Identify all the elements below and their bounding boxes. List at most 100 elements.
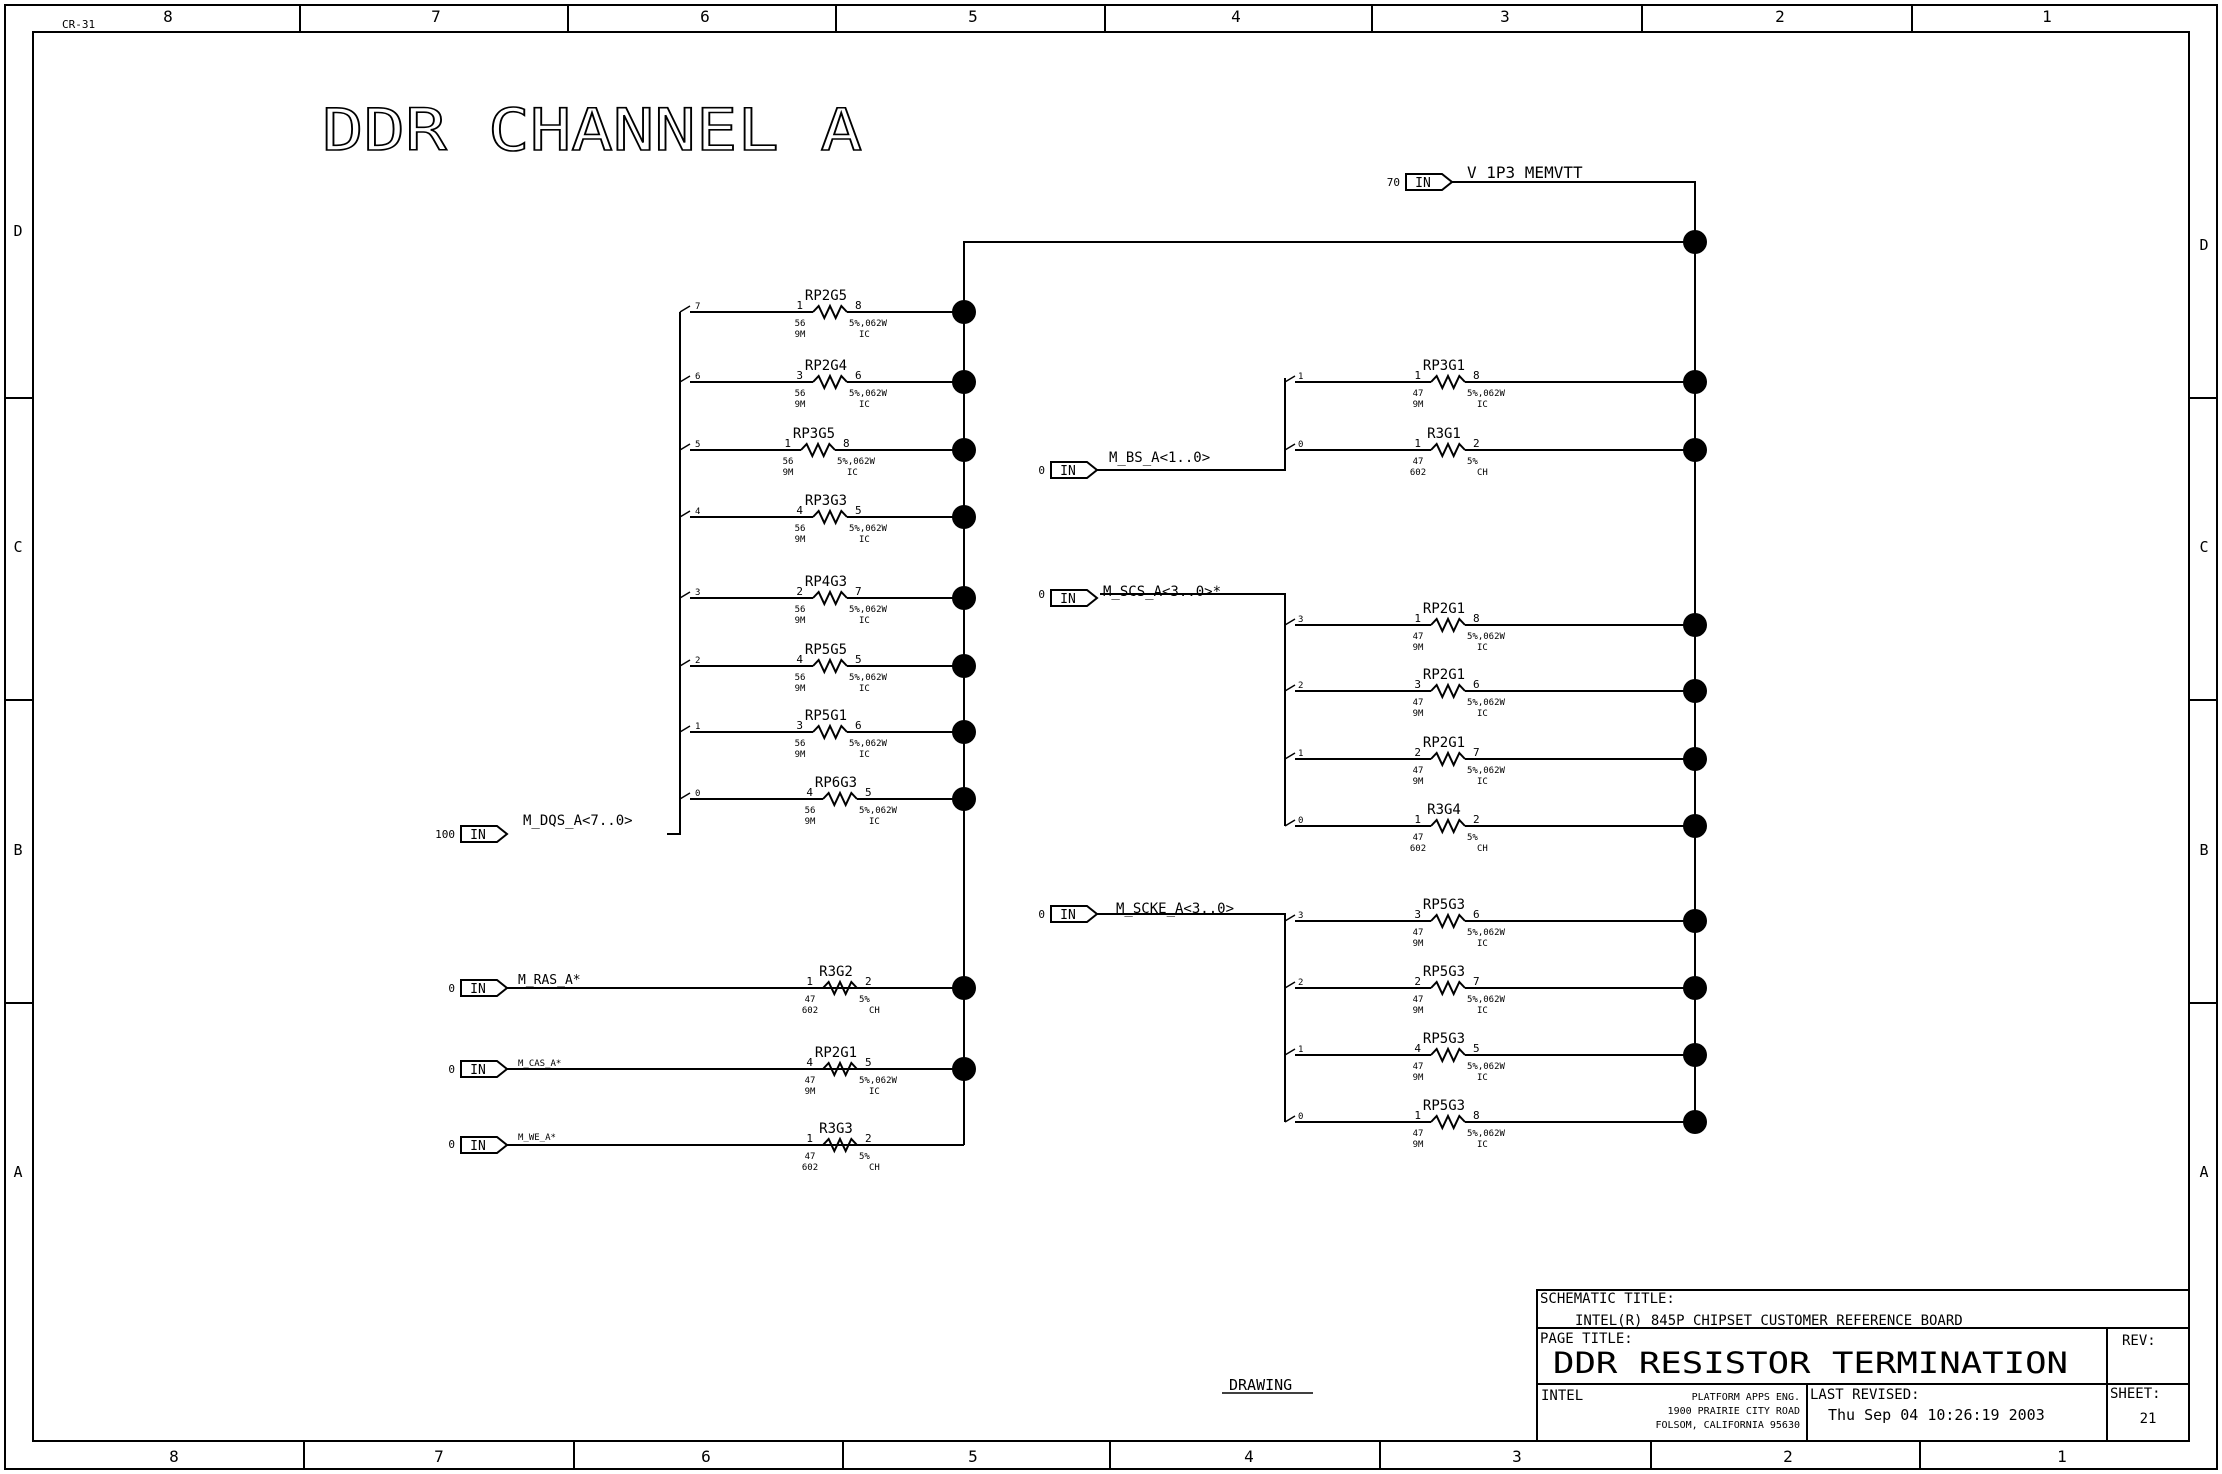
resistor-type: IC	[869, 1087, 880, 1097]
port-flag	[1050, 905, 1099, 923]
resistor-pin-2: 6	[855, 369, 862, 382]
port-flag	[1405, 173, 1454, 191]
junction-dot	[952, 1057, 976, 1081]
bus-entry	[1284, 443, 1296, 451]
resistor-type: IC	[859, 400, 870, 410]
bus-bit-label: 3	[1298, 911, 1303, 921]
junction-dot	[952, 720, 976, 744]
resistor-package: 9M	[805, 817, 816, 827]
title-block: SCHEMATIC TITLE: INTEL(R) 845P CHIPSET C…	[1536, 1289, 2190, 1442]
resistor-type: IC	[1477, 1140, 1488, 1150]
resistor-pin-1: 1	[796, 299, 803, 312]
drawing-frame	[4, 4, 2218, 1470]
bus-entry	[679, 443, 691, 451]
resistor-tolerance: 5%,062W	[1467, 632, 1506, 642]
resistor-value: 47	[805, 1152, 816, 1162]
last-revised-label: LAST REVISED:	[1810, 1387, 1920, 1403]
resistor-tolerance: 5%,062W	[837, 457, 876, 467]
resistor-pin-2: 8	[1473, 612, 1480, 625]
port-ref-scs: 0	[1038, 588, 1045, 601]
resistor-pin-2: 7	[855, 585, 862, 598]
resistor-symbol	[1430, 750, 1466, 768]
bus-bit-label: 5	[695, 440, 700, 450]
port-direction: IN	[1415, 176, 1431, 191]
junction-dot	[952, 787, 976, 811]
bus-bit-label: 7	[695, 302, 700, 312]
resistor-pin-1: 3	[796, 369, 803, 382]
port-ref-dqs: 100	[435, 828, 455, 841]
resistor-refdes: R3G3	[819, 1121, 853, 1137]
resistor-type: IC	[1477, 1073, 1488, 1083]
bus-bit-label: 3	[695, 588, 700, 598]
port-ref-bs: 0	[1038, 464, 1045, 477]
port-direction: IN	[470, 828, 486, 843]
zone-top-3: 3	[1500, 7, 1510, 26]
resistor-value: 47	[1413, 928, 1424, 938]
port-flag	[460, 1060, 509, 1078]
zone-top-6: 6	[700, 7, 710, 26]
resistor-type: IC	[1477, 939, 1488, 949]
resistor-pin-1: 1	[1414, 612, 1421, 625]
port-direction: IN	[470, 1063, 486, 1078]
resistor-tolerance: 5%,062W	[1467, 1129, 1506, 1139]
resistor-pin-1: 3	[1414, 678, 1421, 691]
resistor-pin-1: 1	[806, 975, 813, 988]
bus-bit-label: 3	[1298, 615, 1303, 625]
zone-bottom-5: 5	[968, 1447, 978, 1466]
resistor-pin-1: 4	[1414, 1042, 1421, 1055]
bus-entry	[1284, 618, 1296, 626]
bus-bit-label: 0	[695, 789, 700, 799]
zone-bottom-3: 3	[1512, 1447, 1522, 1466]
bus-entry	[1284, 752, 1296, 760]
net-label-vtt: V_1P3_MEMVTT	[1467, 163, 1583, 182]
resistor-pin-2: 6	[1473, 678, 1480, 691]
resistor-refdes: RP3G1	[1423, 358, 1465, 374]
port-flag	[1050, 589, 1099, 607]
resistor-pin-2: 5	[1473, 1042, 1480, 1055]
zone-right-b: B	[2199, 841, 2208, 859]
resistor-type: IC	[1477, 400, 1488, 410]
resistor-pin-2: 7	[1473, 746, 1480, 759]
junction-dot	[1683, 747, 1707, 771]
resistor-pin-1: 4	[806, 786, 813, 799]
resistor-type: IC	[859, 684, 870, 694]
port-direction: IN	[1060, 908, 1076, 923]
resistor-pin-1: 1	[784, 437, 791, 450]
resistor-value: 56	[795, 389, 806, 399]
resistor-pin-2: 8	[1473, 369, 1480, 382]
net-label-ras: M_RAS_A*	[518, 973, 581, 988]
zone-top-5: 5	[968, 7, 978, 26]
junction-dot	[952, 438, 976, 462]
resistor-pin-2: 2	[865, 975, 872, 988]
port-ref-ras: 0	[448, 982, 455, 995]
bus-entry	[1284, 375, 1296, 383]
resistor-tolerance: 5%,062W	[849, 319, 888, 329]
port-direction: IN	[1060, 464, 1076, 479]
resistor-type: IC	[859, 330, 870, 340]
port-ref-scke: 0	[1038, 908, 1045, 921]
resistor-package: 9M	[795, 330, 806, 340]
resistor-pin-2: 7	[1473, 975, 1480, 988]
port-ref-we: 0	[448, 1138, 455, 1151]
resistor-refdes: RP5G3	[1423, 1031, 1465, 1047]
resistor-pin-2: 2	[865, 1132, 872, 1145]
resistor-pin-2: 2	[1473, 437, 1480, 450]
net-label-cas: M_CAS_A*	[518, 1059, 561, 1069]
resistor-type: IC	[859, 616, 870, 626]
resistor-value: 47	[1413, 1062, 1424, 1072]
resistor-symbol	[822, 1060, 858, 1078]
port-ref-vtt: 70	[1387, 176, 1400, 189]
bus-entry	[1284, 684, 1296, 692]
zone-bottom-6: 6	[701, 1447, 711, 1466]
resistor-value: 56	[795, 673, 806, 683]
resistor-refdes: RP5G5	[805, 642, 847, 658]
resistor-symbol	[812, 303, 848, 321]
bus-bit-label: 6	[695, 372, 700, 382]
bottom-zone-labels: 8 7 6 5 4 3 2 1	[169, 1447, 2067, 1466]
resistor-pin-1: 3	[796, 719, 803, 732]
zone-bottom-4: 4	[1244, 1447, 1254, 1466]
